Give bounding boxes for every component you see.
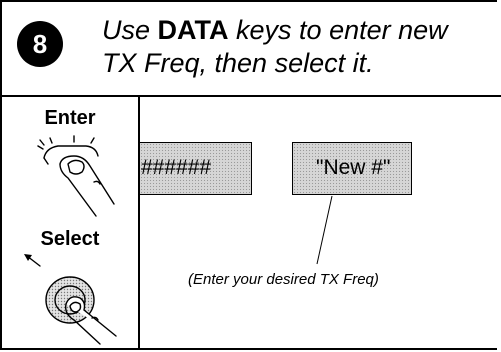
instruction-key: DATA (157, 15, 229, 45)
new-value-display: "New #" (292, 142, 412, 195)
step-number-badge: 8 (17, 21, 63, 67)
enter-key-press-icon (37, 135, 115, 217)
instruction-pre: Use (102, 15, 151, 45)
instruction-line1-post: keys to enter new (236, 15, 448, 45)
new-value-text: "New #" (316, 156, 391, 179)
display-caption: (Enter your desired TX Freq) (188, 271, 379, 288)
enter-key-label: Enter (44, 107, 96, 129)
key-column (0, 97, 140, 350)
instruction-line2: TX Freq, then select it. (102, 48, 374, 78)
current-value-text: ###### (141, 156, 212, 179)
step-instruction: Use DATA keys to enter new TX Freq, then… (102, 14, 497, 80)
select-key-label: Select (40, 228, 100, 250)
step-number: 8 (32, 28, 48, 59)
select-knob-icon (24, 254, 117, 345)
step-header: 8 Use DATA keys to enter new TX Freq, th… (0, 0, 501, 97)
current-value-display: ###### (140, 142, 252, 195)
